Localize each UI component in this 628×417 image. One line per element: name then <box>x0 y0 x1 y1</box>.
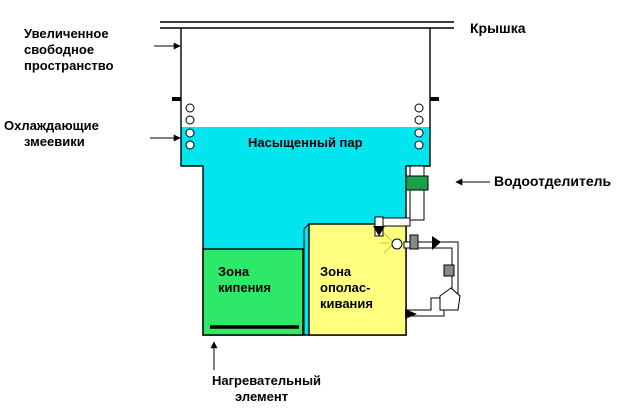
freeboard-label-line1: Увеличенное <box>24 26 109 41</box>
spray-nozzle <box>380 232 393 254</box>
pump-outlet-arrow <box>432 236 441 250</box>
cooling-coils-left <box>185 103 195 150</box>
boil-zone-label-line2: кипения <box>218 280 271 295</box>
heater-label-line1: Нагревательный <box>212 373 321 388</box>
separator-flow-arrow <box>373 226 385 236</box>
boil-zone-label-line1: Зона <box>218 264 250 279</box>
coils-label-line2: змеевики <box>24 134 85 149</box>
coils-label-line1: Охлаждающие <box>4 118 99 133</box>
cooling-coils-right <box>414 103 424 150</box>
rinse-zone-label-line2: ополас- <box>320 280 370 295</box>
separator-label: Водоотделитель <box>494 173 612 189</box>
vapor-label: Насыщенный пар <box>248 135 363 150</box>
pump-inlet-arrow <box>405 309 417 319</box>
freeboard-label-line2: свободное <box>24 42 94 57</box>
boil-zone <box>202 248 304 336</box>
rinse-zone-label-line3: кивания <box>320 296 373 311</box>
rinse-zone-label-line1: Зона <box>320 264 352 279</box>
coil-marker-left <box>172 97 181 101</box>
coil-marker-right <box>430 97 439 101</box>
heater-label-line2: элемент <box>235 389 288 404</box>
lid <box>160 21 454 29</box>
freeboard-label-line3: пространство <box>24 58 114 73</box>
water-separator <box>405 175 429 191</box>
lid-label: Крышка <box>470 20 526 36</box>
pump-icon <box>439 287 461 311</box>
